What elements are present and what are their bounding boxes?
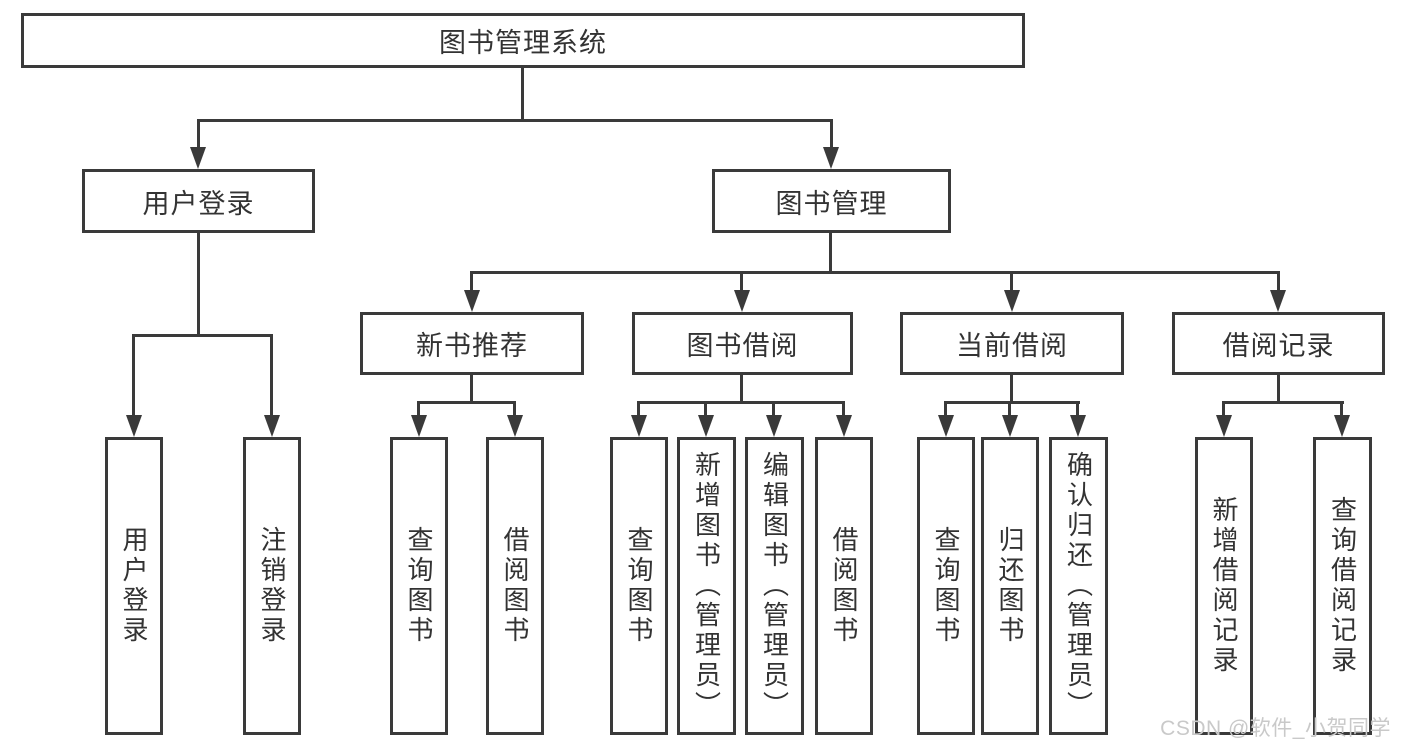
connector-line [1076,401,1079,415]
connector-line [470,271,1280,274]
node-new-book-recommend-label: 新书推荐 [416,331,528,361]
arrowhead-down-icon [823,147,839,169]
arrowhead-down-icon [264,415,280,437]
arrowhead-down-icon [1002,415,1018,437]
connector-line [132,334,273,337]
connector-line [704,401,707,415]
node-root: 图书管理系统 [21,13,1025,68]
leaf-current-query-books-label: 查询图书 [931,526,961,646]
connector-line [829,233,832,274]
leaf-current-confirm-return-admin-label: 确认归还（管理员） [1063,451,1094,721]
arrowhead-down-icon [1334,415,1350,437]
connector-line [1340,401,1343,415]
leaf-user-login: 用户登录 [105,437,163,735]
connector-line [740,271,743,292]
connector-line [830,119,833,147]
connector-line [1222,401,1344,404]
connector-line [1010,375,1013,404]
node-user-login-group-label: 用户登录 [142,188,255,219]
node-book-borrow: 图书借阅 [632,312,853,375]
leaf-records-query-record: 查询借阅记录 [1313,437,1372,735]
arrowhead-down-icon [1216,415,1232,437]
connector-line [637,401,845,404]
node-book-management-label: 图书管理 [775,188,888,219]
node-root-label: 图书管理系统 [439,28,607,58]
leaf-borrow-add-books-admin: 新增图书（管理员） [677,437,736,735]
connector-line [417,401,420,415]
leaf-user-login-label: 用户登录 [119,526,149,646]
connector-line [1008,401,1011,415]
leaf-newbook-query-books: 查询图书 [390,437,448,735]
connector-line [1277,375,1280,404]
arrowhead-down-icon [734,290,750,312]
connector-line [513,401,516,415]
leaf-borrow-edit-books-admin: 编辑图书（管理员） [745,437,804,735]
node-user-login-group: 用户登录 [82,169,315,233]
leaf-newbook-borrow-books-label: 借阅图书 [500,526,530,646]
leaf-borrow-borrow-books-label: 借阅图书 [829,526,859,646]
arrowhead-down-icon [1070,415,1086,437]
node-book-management: 图书管理 [712,169,951,233]
arrowhead-down-icon [698,415,714,437]
connector-line [944,401,947,415]
leaf-current-query-books: 查询图书 [917,437,975,735]
connector-line [1277,271,1280,292]
arrowhead-down-icon [411,415,427,437]
connector-line [1010,271,1013,292]
leaf-logout-label: 注销登录 [257,526,287,646]
leaf-records-add-record: 新增借阅记录 [1195,437,1253,735]
connector-line [740,375,743,404]
leaf-records-add-record-label: 新增借阅记录 [1209,496,1239,676]
leaf-current-confirm-return-admin: 确认归还（管理员） [1049,437,1108,735]
connector-line [1222,401,1225,415]
node-current-borrow: 当前借阅 [900,312,1124,375]
connector-line [772,401,775,415]
node-book-borrow-label: 图书借阅 [686,331,799,361]
leaf-borrow-edit-books-admin-label: 编辑图书（管理员） [759,451,790,721]
connector-line [197,119,200,147]
arrowhead-down-icon [507,415,523,437]
connector-line [637,401,640,415]
arrowhead-down-icon [126,415,142,437]
arrowhead-down-icon [1004,290,1020,312]
arrowhead-down-icon [836,415,852,437]
leaf-current-return-books-label: 归还图书 [995,526,1025,646]
connector-line [470,375,473,404]
connector-line [132,334,135,415]
leaf-borrow-query-books: 查询图书 [610,437,668,735]
connector-line [944,401,1080,404]
arrowhead-down-icon [190,147,206,169]
leaf-newbook-query-books-label: 查询图书 [404,526,434,646]
node-borrow-records-label: 借阅记录 [1222,331,1335,361]
connector-line [197,119,833,122]
leaf-borrow-borrow-books: 借阅图书 [815,437,873,735]
csdn-watermark: CSDN @软件_小贺同学 [1160,717,1391,740]
connector-line [417,401,516,404]
leaf-logout: 注销登录 [243,437,301,735]
connector-line [470,271,473,292]
arrowhead-down-icon [938,415,954,437]
connector-line [197,233,200,336]
arrowhead-down-icon [1270,290,1286,312]
leaf-newbook-borrow-books: 借阅图书 [486,437,544,735]
leaf-borrow-add-books-admin-label: 新增图书（管理员） [691,451,722,721]
arrowhead-down-icon [464,290,480,312]
connector-line [521,68,524,121]
connector-line [270,334,273,415]
node-new-book-recommend: 新书推荐 [360,312,584,375]
leaf-borrow-query-books-label: 查询图书 [624,526,654,646]
arrowhead-down-icon [766,415,782,437]
node-current-borrow-label: 当前借阅 [956,331,1068,361]
connector-line [842,401,845,415]
node-borrow-records: 借阅记录 [1172,312,1385,375]
arrowhead-down-icon [631,415,647,437]
leaf-current-return-books: 归还图书 [981,437,1039,735]
leaf-records-query-record-label: 查询借阅记录 [1327,496,1358,676]
